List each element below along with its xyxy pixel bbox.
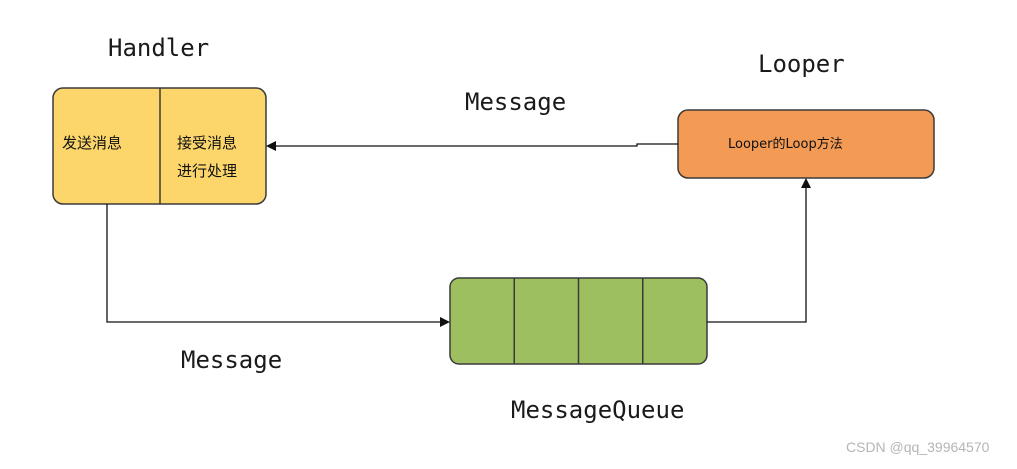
handler-title: Handler	[108, 34, 210, 62]
arrow-handler-to-queue	[106, 204, 450, 327]
top-arrow-message-label: Message	[465, 88, 567, 116]
handler-process-message-text: 进行处理	[177, 162, 238, 180]
arrow-looper-to-handler	[266, 141, 678, 151]
message-queue-title: MessageQueue	[511, 396, 685, 424]
looper-title: Looper	[758, 50, 845, 78]
message-queue-slot-dividers	[513, 278, 644, 364]
arrow-queue-to-looper	[707, 178, 811, 323]
handler-send-message-text: 发送消息	[62, 134, 123, 152]
bottom-arrow-message-label: Message	[181, 346, 283, 374]
looper-method-text: Looper的Loop方法	[728, 137, 843, 152]
handler-receive-message-text: 接受消息	[177, 134, 238, 152]
csdn-watermark: CSDN @qq_39964570	[846, 439, 990, 455]
